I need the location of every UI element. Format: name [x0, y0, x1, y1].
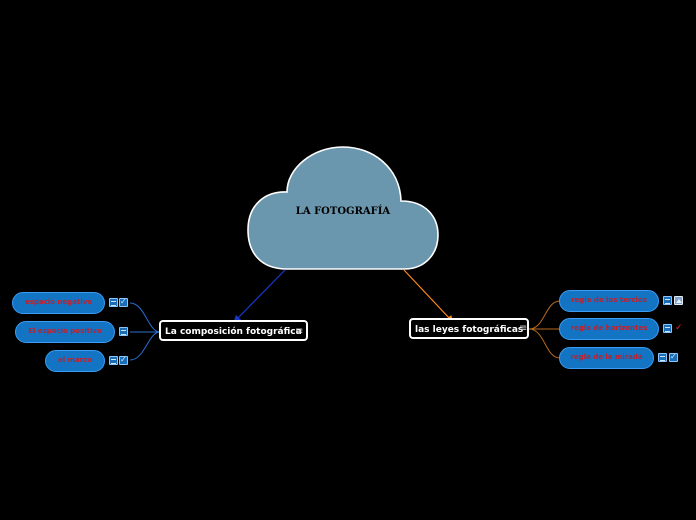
note-icon[interactable]	[109, 298, 118, 307]
subtopic-regla-horizontes[interactable]: regla de horizontes	[559, 318, 659, 340]
notes-icon[interactable]: ≡	[519, 323, 528, 334]
notes-icon[interactable]: ≡	[295, 326, 304, 337]
central-topic-title[interactable]: LA FOTOGRAFÍA	[295, 206, 391, 217]
subtopic-label: regla de la mirada	[570, 353, 643, 361]
main-topic-leyes-label: las leyes fotográficas	[415, 325, 524, 335]
check-icon[interactable]	[669, 352, 678, 362]
subtopic-regla-mirada[interactable]: regla de la mirada	[559, 347, 654, 369]
checkmark-icon[interactable]: ✓	[675, 323, 683, 333]
note-icon[interactable]	[663, 324, 672, 333]
subtopic-label: espacio negativo	[24, 298, 93, 306]
main-topic-composicion-label: La composición fotográfica	[165, 327, 302, 337]
subtopic-label: El espacio positivo	[28, 327, 102, 335]
note-icon[interactable]	[119, 327, 128, 336]
subtopic-label: el marco	[57, 356, 92, 364]
subtopic-label: regla de los tercios	[571, 296, 647, 304]
left-branch-line	[233, 269, 286, 323]
right-connector-1	[528, 300, 561, 330]
left-connector-1	[129, 302, 161, 333]
check-icon[interactable]	[119, 297, 128, 307]
main-topic-composicion[interactable]: La composición fotográfica	[159, 320, 308, 341]
check-icon[interactable]	[119, 355, 128, 365]
image-icon[interactable]	[674, 296, 683, 305]
subtopic-regla-tercios[interactable]: regla de los tercios	[559, 290, 659, 312]
subtopic-el-marco[interactable]: el marco	[45, 350, 105, 372]
subtopic-espacio-positivo[interactable]: El espacio positivo	[15, 321, 115, 343]
main-topic-leyes[interactable]: las leyes fotográficas	[409, 318, 530, 339]
right-branch-line	[403, 269, 454, 323]
subtopic-espacio-negativo[interactable]: espacio negativo	[12, 292, 105, 314]
subtopic-label: regla de horizontes	[570, 324, 648, 332]
note-icon[interactable]	[658, 353, 667, 362]
note-icon[interactable]	[109, 356, 118, 365]
right-connector-3	[528, 328, 561, 359]
left-connector-3	[129, 331, 161, 361]
note-icon[interactable]	[663, 296, 672, 305]
central-topic-cloud[interactable]	[247, 146, 439, 270]
